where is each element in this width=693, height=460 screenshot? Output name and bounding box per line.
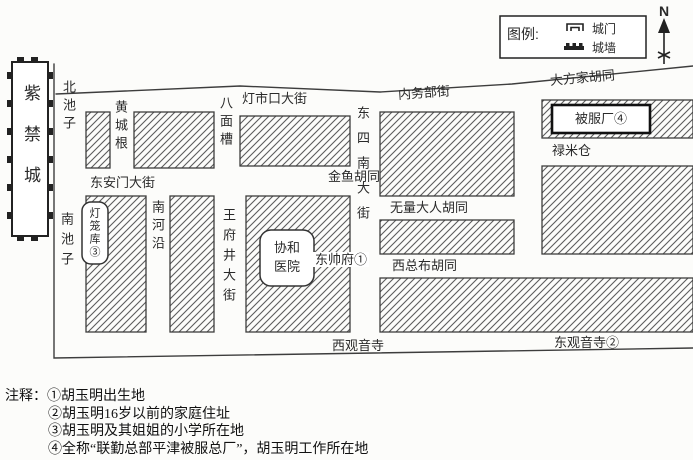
hospital-label: 协和 医院 (273, 240, 300, 274)
gate-icon (566, 23, 584, 31)
city-block (169, 195, 215, 333)
compass-label: N (659, 3, 670, 19)
street-outlines (53, 63, 693, 359)
notes-section: 注释：①胡玉明出生地 ②胡玉明16岁以前的家庭住址 ③胡玉明及其姐姐的小学所在地… (5, 388, 688, 458)
west-and-bottom-street-line (53, 63, 693, 359)
city-block (379, 111, 515, 197)
note-line-2: ②胡玉明16岁以前的家庭住址 (48, 406, 230, 422)
shuaifu-label: 东帅府① (313, 252, 370, 267)
legend-title: 图例: (507, 26, 539, 42)
street-label-lumicang: 禄米仓 (552, 143, 592, 158)
street-label-xiguanyinsi: 西观音寺 (332, 338, 385, 353)
street-label-jinyu: 金鱼胡同 (328, 169, 381, 184)
note-line-4: ④全称“联勤总部平津被服总厂”，胡玉明工作所在地 (48, 441, 369, 457)
note-text-1: ①胡玉明出生地 (47, 389, 145, 404)
lantern-store-label: 灯笼库③ (88, 207, 100, 259)
notes-title: 注释： (5, 389, 47, 404)
forbidden-city-label: 紫禁城 (21, 84, 40, 207)
street-label-dongguanyinsi: 东观音寺② (554, 335, 620, 350)
north-arrow-icon (657, 18, 671, 64)
factory-box (550, 103, 652, 135)
top-street-line (55, 65, 693, 95)
wall-icon (564, 43, 584, 50)
street-label-bamianchao: 八面槽 (218, 96, 233, 150)
city-block (379, 277, 693, 333)
street-label-nanchizi: 南池子 (59, 212, 74, 272)
note-line-1: 注释：①胡玉明出生地 (5, 388, 688, 406)
city-block (379, 219, 515, 255)
city-blocks (85, 99, 693, 333)
city-block (133, 111, 215, 169)
street-label-donganmen: 东安门大街 (90, 175, 156, 190)
street-label-huangchenggen: 黄城根 (113, 100, 128, 154)
street-label-wuliangdaren: 无量大人胡同 (390, 200, 469, 215)
legend-box (499, 15, 647, 59)
street-label-wangfujing: 王府井大街 (221, 208, 236, 308)
street-label-nanheyan: 南河沿 (150, 200, 165, 254)
street-label-xizongbu: 西总布胡同 (392, 258, 458, 273)
note-line-3: ③胡玉明及其姐姐的小学所在地 (48, 424, 244, 439)
legend-item-gate-label: 城门 (592, 22, 617, 36)
lantern-store-blob (81, 201, 109, 265)
city-block (239, 115, 351, 167)
city-block (541, 165, 693, 255)
map-canvas (7, 15, 693, 359)
city-block (85, 111, 111, 169)
street-label-dengshikou: 灯市口大街 (242, 91, 308, 106)
street-label-neiwubu: 内务部街 (397, 83, 451, 102)
street-label-dongsinan: 东四南大街 (355, 106, 370, 231)
factory-label: 被服厂④ (574, 111, 627, 126)
street-label-beichizi: 北池子 (61, 80, 76, 134)
forbidden-city-wall (7, 57, 53, 241)
legend-item-wall-label: 城墙 (592, 41, 617, 55)
